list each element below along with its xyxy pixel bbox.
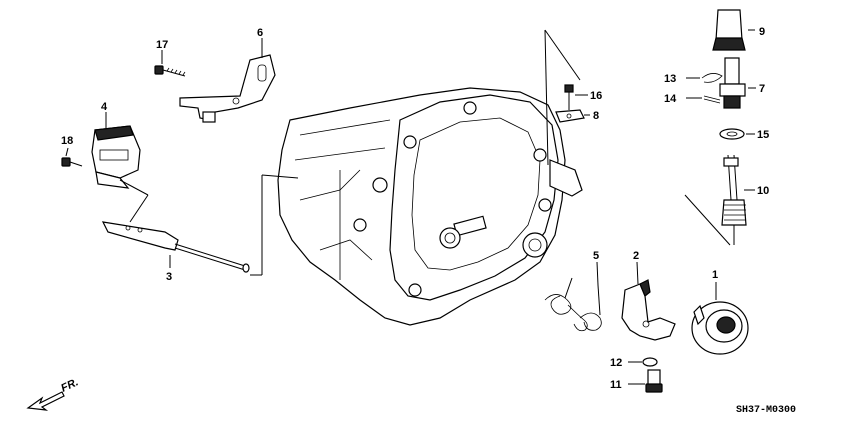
bolt-18 <box>61 147 83 167</box>
transmission-housing <box>277 29 583 326</box>
pivot-bolt-11 <box>628 369 663 393</box>
callout-10: 10 <box>757 185 769 197</box>
return-springs <box>544 261 602 332</box>
speed-sensor-cap <box>712 9 755 51</box>
callouts: 1 2 3 4 5 6 7 8 9 10 11 12 13 14 15 16 1… <box>61 26 769 391</box>
speed-sensor <box>719 57 756 109</box>
callout-11: 11 <box>610 379 622 391</box>
callout-16: 16 <box>590 90 602 102</box>
front-direction-indicator: FR. <box>26 376 80 411</box>
front-arrow-icon <box>26 391 65 411</box>
callout-8: 8 <box>593 110 599 122</box>
pin-14 <box>686 95 721 104</box>
callout-6: 6 <box>257 27 263 39</box>
diagram-code: SH37-M0300 <box>736 405 796 416</box>
callout-12: 12 <box>610 357 622 369</box>
driven-gear-shaft <box>684 154 755 246</box>
bolt-16 <box>564 84 588 110</box>
callout-17: 17 <box>156 39 168 51</box>
callout-7: 7 <box>759 83 765 95</box>
callout-14: 14 <box>664 93 677 105</box>
washer-15 <box>719 128 755 140</box>
callout-1: 1 <box>712 269 718 281</box>
clutch-switch <box>91 112 141 189</box>
clip-13 <box>686 73 723 83</box>
callout-2: 2 <box>633 250 639 262</box>
release-shaft <box>101 174 299 276</box>
callout-9: 9 <box>759 26 765 38</box>
release-bearing <box>691 282 749 355</box>
callout-13: 13 <box>664 73 676 85</box>
release-fork <box>621 261 676 341</box>
callout-15: 15 <box>757 129 769 141</box>
callout-3: 3 <box>166 271 172 283</box>
callout-5: 5 <box>593 250 599 262</box>
callout-4: 4 <box>101 101 108 113</box>
clutch-cable-bracket <box>179 38 276 123</box>
callout-18: 18 <box>61 135 73 147</box>
bracket-8 <box>555 109 590 123</box>
bolt-17 <box>154 50 186 77</box>
front-label: FR. <box>59 376 80 394</box>
washer-12 <box>628 357 658 367</box>
